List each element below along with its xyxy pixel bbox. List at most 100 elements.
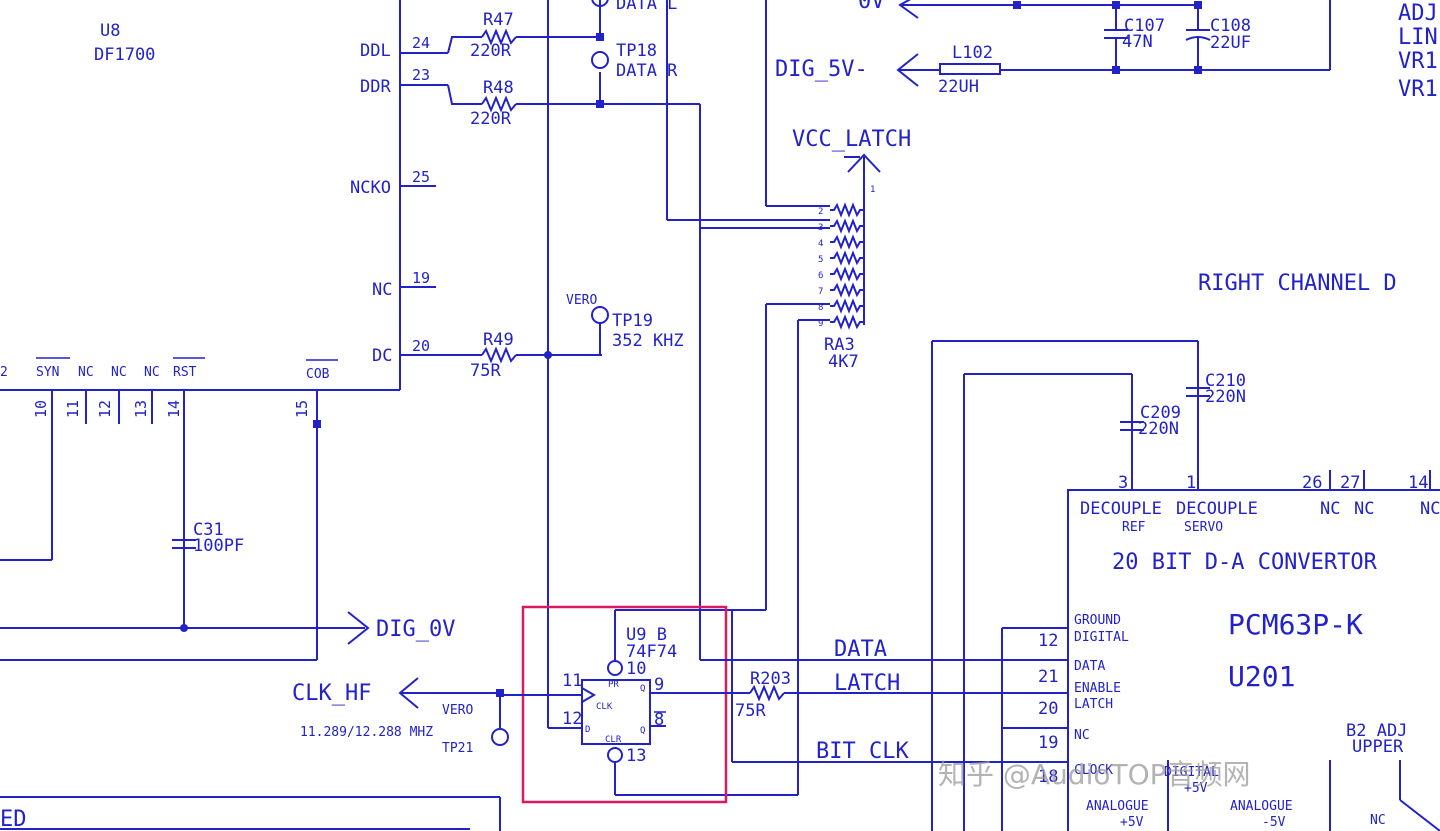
u201-analogue-2: ANALOGUE bbox=[1230, 799, 1293, 814]
u201-top-pin-26: 26 bbox=[1302, 473, 1322, 493]
right-top-line-0: ADJ bbox=[1398, 1, 1438, 26]
vcc-latch-label: VCC_LATCH bbox=[792, 127, 911, 152]
r47-val: 220R bbox=[470, 41, 512, 61]
u201-top-pin-3: 3 bbox=[1118, 473, 1128, 493]
u9b-clk-lbl: CLK bbox=[596, 702, 613, 712]
u8-pin-syn: SYN bbox=[36, 365, 59, 380]
u9b-flipflop: U9 B 74F74 CLK D PR CLR Q Q 10 13 11 12 … bbox=[500, 610, 750, 795]
ra3-pin-label-9: 9 bbox=[818, 319, 823, 329]
u8-pin-dc: DC bbox=[372, 346, 392, 366]
tp18-ref: TP18 bbox=[616, 41, 657, 61]
r49-resistor: R49 75R bbox=[436, 330, 602, 381]
r47-resistor: R47 220R bbox=[447, 10, 600, 61]
tp-data-l-label: DATA L bbox=[616, 0, 677, 14]
u8-pin-ncko: NCKO bbox=[350, 178, 391, 198]
ra3-pin-label-5: 5 bbox=[818, 255, 823, 265]
u8-pin-nc3: NC bbox=[144, 365, 160, 380]
u8-pin-cob: COB bbox=[306, 367, 330, 382]
ra3-pin-label-8: 8 bbox=[818, 303, 823, 313]
u201-pin-21: 21 bbox=[1038, 667, 1058, 687]
u9b-pin-q: 9 bbox=[654, 675, 664, 695]
bottom-left-box: ED bbox=[0, 796, 501, 831]
u9b-pin-clk: 11 bbox=[562, 671, 582, 691]
c210-ref: C210 bbox=[1205, 371, 1246, 391]
net-data: DATA bbox=[834, 637, 887, 662]
ra3-resistor-5: 5 bbox=[818, 250, 864, 266]
ra3-resistor-4: 4 bbox=[818, 234, 864, 250]
u8-pin-nc1: NC bbox=[78, 365, 94, 380]
c108-val: 22UF bbox=[1210, 33, 1251, 53]
bottom-left-text: ED bbox=[0, 807, 27, 831]
u201-upper: UPPER bbox=[1352, 737, 1404, 757]
u8-ref: U8 bbox=[100, 21, 120, 41]
u201-decouple-1: DECOUPLE bbox=[1080, 499, 1162, 519]
u9b-pin-clr: 13 bbox=[626, 746, 646, 766]
u201-pin-18: 18 bbox=[1038, 767, 1058, 787]
u8-part: DF1700 bbox=[94, 45, 155, 65]
tp21-freq: 11.289/12.288 MHZ bbox=[300, 725, 433, 740]
u8-pinno-24: 24 bbox=[412, 34, 430, 52]
clk-hf-net: CLK_HF VERO 11.289/12.288 MHZ TP21 bbox=[292, 677, 509, 756]
tp18-label: DATA R bbox=[616, 61, 678, 81]
r48-val: 220R bbox=[470, 109, 512, 129]
junction-cob bbox=[313, 420, 321, 428]
tp18: TP18 DATA R bbox=[591, 41, 678, 81]
vcc-latch-pin: 1 bbox=[870, 185, 875, 195]
net-clkhf: CLK_HF bbox=[292, 681, 371, 706]
u201-pin-19-label: NC bbox=[1074, 728, 1090, 743]
tp19-ref: TP19 bbox=[612, 311, 653, 331]
u9b-q-lbl: Q bbox=[640, 684, 645, 694]
power-0v: 0V bbox=[858, 0, 885, 14]
u9b-part: 74F74 bbox=[626, 642, 677, 662]
u8-pin-rst: RST bbox=[173, 365, 197, 380]
ra3-resistor-9: 9 bbox=[818, 314, 864, 330]
u201-pin-20-label2: LATCH bbox=[1074, 697, 1113, 712]
u201-nc-14: NC bbox=[1420, 499, 1440, 519]
ra3-resistor-8: 8 bbox=[818, 298, 864, 314]
ra3-pin-label-3: 3 bbox=[818, 223, 823, 233]
ra3-resistor-3: 3 bbox=[818, 218, 864, 234]
c107-val: 47N bbox=[1122, 32, 1153, 52]
net-latch: LATCH bbox=[834, 671, 900, 696]
watermark-text: 知乎 @AudioTOP音频网 bbox=[938, 758, 1251, 791]
l102-ref: L102 bbox=[952, 43, 993, 63]
u201-digital-lbl: DIGITAL bbox=[1164, 765, 1219, 780]
u8-pinno-14: 14 bbox=[165, 400, 183, 418]
u8-pinno-15: 15 bbox=[293, 400, 311, 418]
u8-pinno-23: 23 bbox=[412, 66, 430, 84]
u201-pin-20: 20 bbox=[1038, 699, 1058, 719]
tp21-vero: VERO bbox=[442, 703, 473, 718]
u201-servo-lbl: SERVO bbox=[1184, 520, 1223, 535]
power-section: 0V DIG_5V- L102 22UH C107 47N C108 22UF bbox=[765, 0, 1331, 207]
c31-ref: C31 bbox=[193, 520, 224, 540]
c209-val: 220N bbox=[1138, 419, 1179, 439]
r203-resistor: R203 75R bbox=[735, 669, 1002, 721]
u8-pinno-11: 11 bbox=[64, 400, 82, 418]
u9b-pin-qn: 8 bbox=[654, 710, 664, 730]
u9b-pin-d: 12 bbox=[562, 709, 582, 729]
u201-title: 20 BIT D-A CONVERTOR bbox=[1112, 550, 1378, 575]
net-dig0v: DIG_0V bbox=[376, 617, 455, 642]
u201-pin-21-label: DATA bbox=[1074, 659, 1105, 674]
u9b-clr-lbl: CLR bbox=[605, 735, 622, 745]
u9b-d-lbl: D bbox=[585, 725, 590, 735]
u9b-pr-lbl: PR bbox=[608, 680, 619, 690]
u201-pin-12: 12 bbox=[1038, 631, 1058, 651]
r48-ref: R48 bbox=[483, 78, 514, 98]
ra3-pin-label-6: 6 bbox=[818, 271, 823, 281]
u9b-ref: U9 B bbox=[626, 625, 667, 645]
ra3-pin-label-7: 7 bbox=[818, 287, 823, 297]
right-top-labels: ADJ LIN VR1 VR1 bbox=[1398, 1, 1438, 102]
tp19-vero: VERO bbox=[566, 293, 597, 308]
u201-pin-12-label: GROUND bbox=[1074, 613, 1121, 628]
u8-pin-ddr: DDR bbox=[360, 77, 391, 97]
right-top-line-1: LIN bbox=[1398, 25, 1438, 50]
u201-pin-18-label: CLOCK bbox=[1074, 763, 1113, 778]
r48-resistor: R48 220R bbox=[447, 78, 700, 129]
tp21-ref: TP21 bbox=[442, 741, 473, 756]
highlight-box bbox=[521, 605, 728, 804]
u8-chip: U8 DF1700 DDL DDR NCKO NC DC 24 23 25 19… bbox=[0, 0, 448, 660]
tp19-freq: 352 KHZ bbox=[612, 331, 684, 351]
u201-decouple-2: DECOUPLE bbox=[1176, 499, 1258, 519]
